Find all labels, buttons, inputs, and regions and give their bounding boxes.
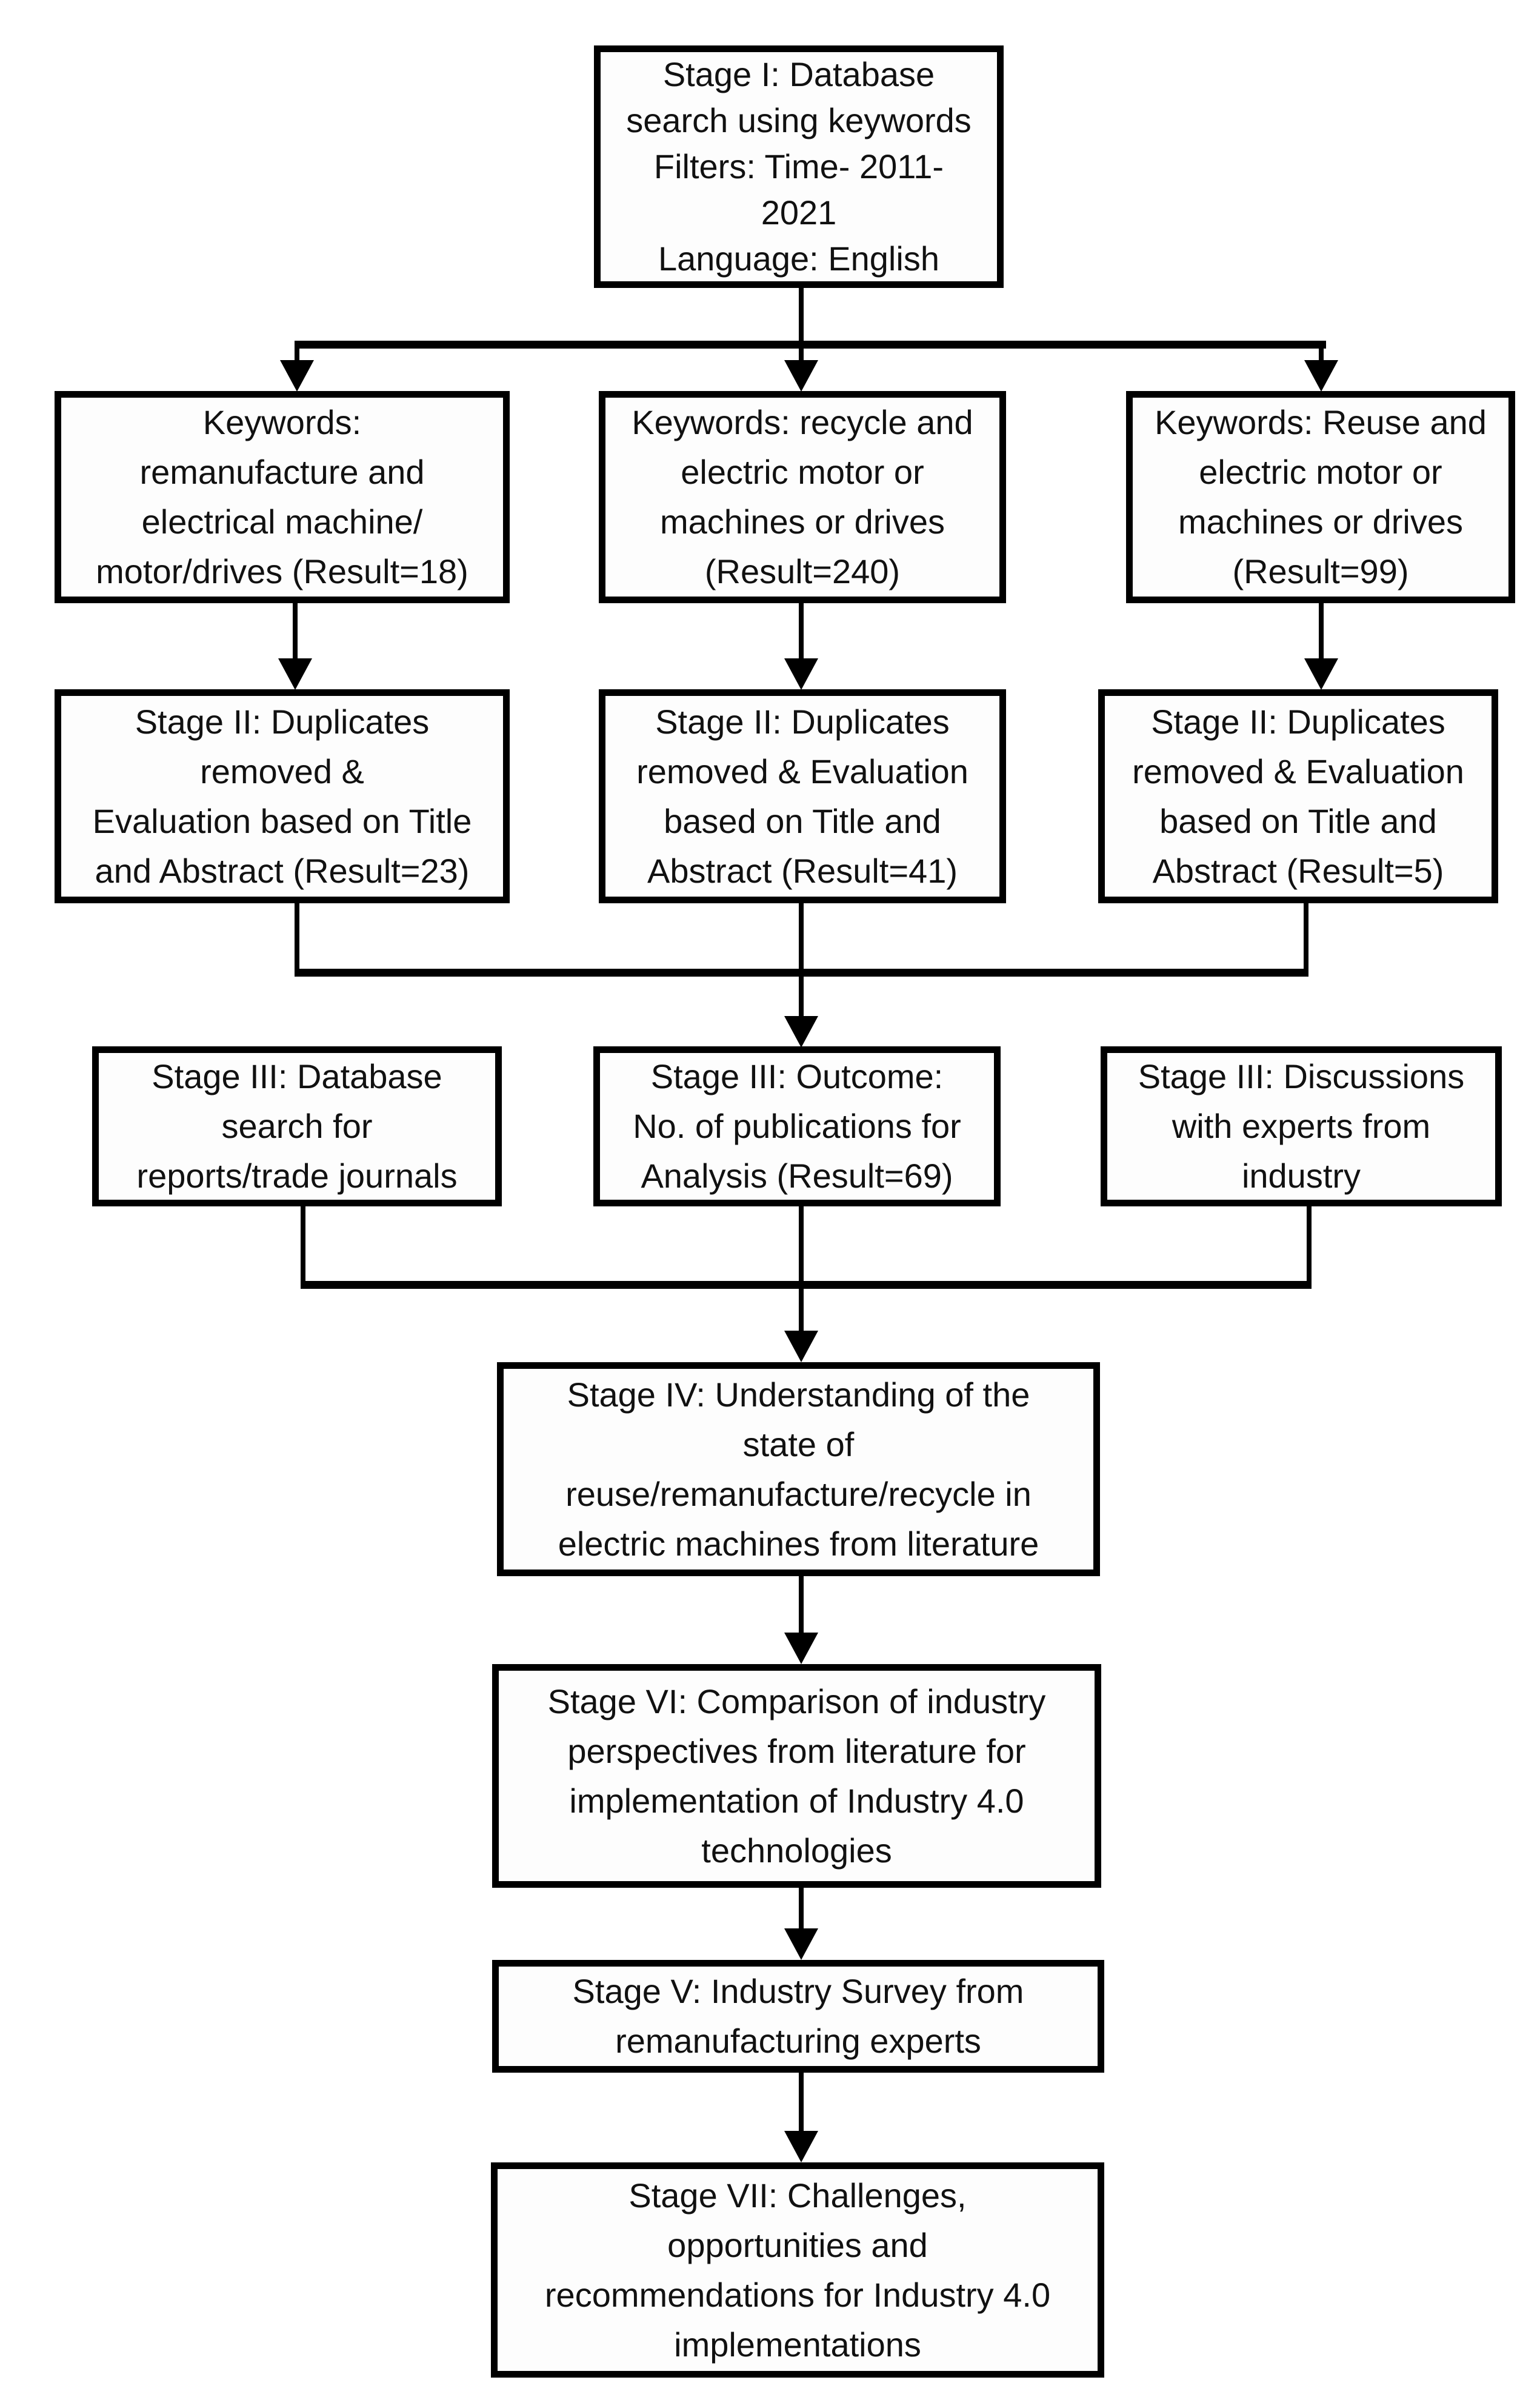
arrowhead-to-kw-reuse [1304, 360, 1338, 392]
arrowhead-to-stage6 [784, 1633, 818, 1664]
connector-merge2-arrow-shaft [799, 1286, 804, 1332]
connector-merge1-arrow-shaft [799, 974, 804, 1018]
connector-branch-line [295, 341, 1326, 349]
connector-kw3-down [1319, 603, 1324, 661]
connector-kw1-down [293, 603, 298, 661]
connector-merge1-left [295, 903, 299, 976]
arrowhead-to-stage5 [784, 1928, 818, 1960]
arrowhead-to-s2-recycle [784, 658, 818, 690]
connector-merge1-mid [799, 903, 804, 974]
arrowhead-to-stage4 [784, 1331, 818, 1362]
connector-merge2-left [301, 1206, 305, 1287]
connector-branch-left-shaft [295, 344, 299, 364]
arrowhead-to-kw-recycle [784, 360, 818, 392]
connector-s5-down [799, 2073, 804, 2132]
node-stage3-outcome: Stage III: Outcome:No. of publications f… [593, 1046, 1001, 1206]
connector-merge2-right [1307, 1206, 1312, 1287]
connector-branch-mid-shaft [799, 344, 804, 364]
connector-merge1-right [1304, 903, 1308, 976]
connector-stage1-down [799, 285, 804, 346]
connector-s6-down [799, 1888, 804, 1930]
connector-branch-right-shaft [1319, 344, 1324, 364]
connector-merge1-line [295, 969, 1308, 977]
connector-merge2-mid [799, 1206, 804, 1285]
arrowhead-to-s3-outcome [784, 1016, 818, 1048]
arrowhead-to-stage7 [784, 2131, 818, 2162]
connector-kw2-down [799, 603, 804, 661]
arrowhead-to-kw-remanufacture [280, 360, 314, 392]
connector-s4-down [799, 1576, 804, 1634]
arrowhead-to-s2-remanufacture [278, 658, 312, 690]
connector-merge2-line [301, 1281, 1312, 1289]
arrowhead-to-s2-reuse [1304, 658, 1338, 690]
